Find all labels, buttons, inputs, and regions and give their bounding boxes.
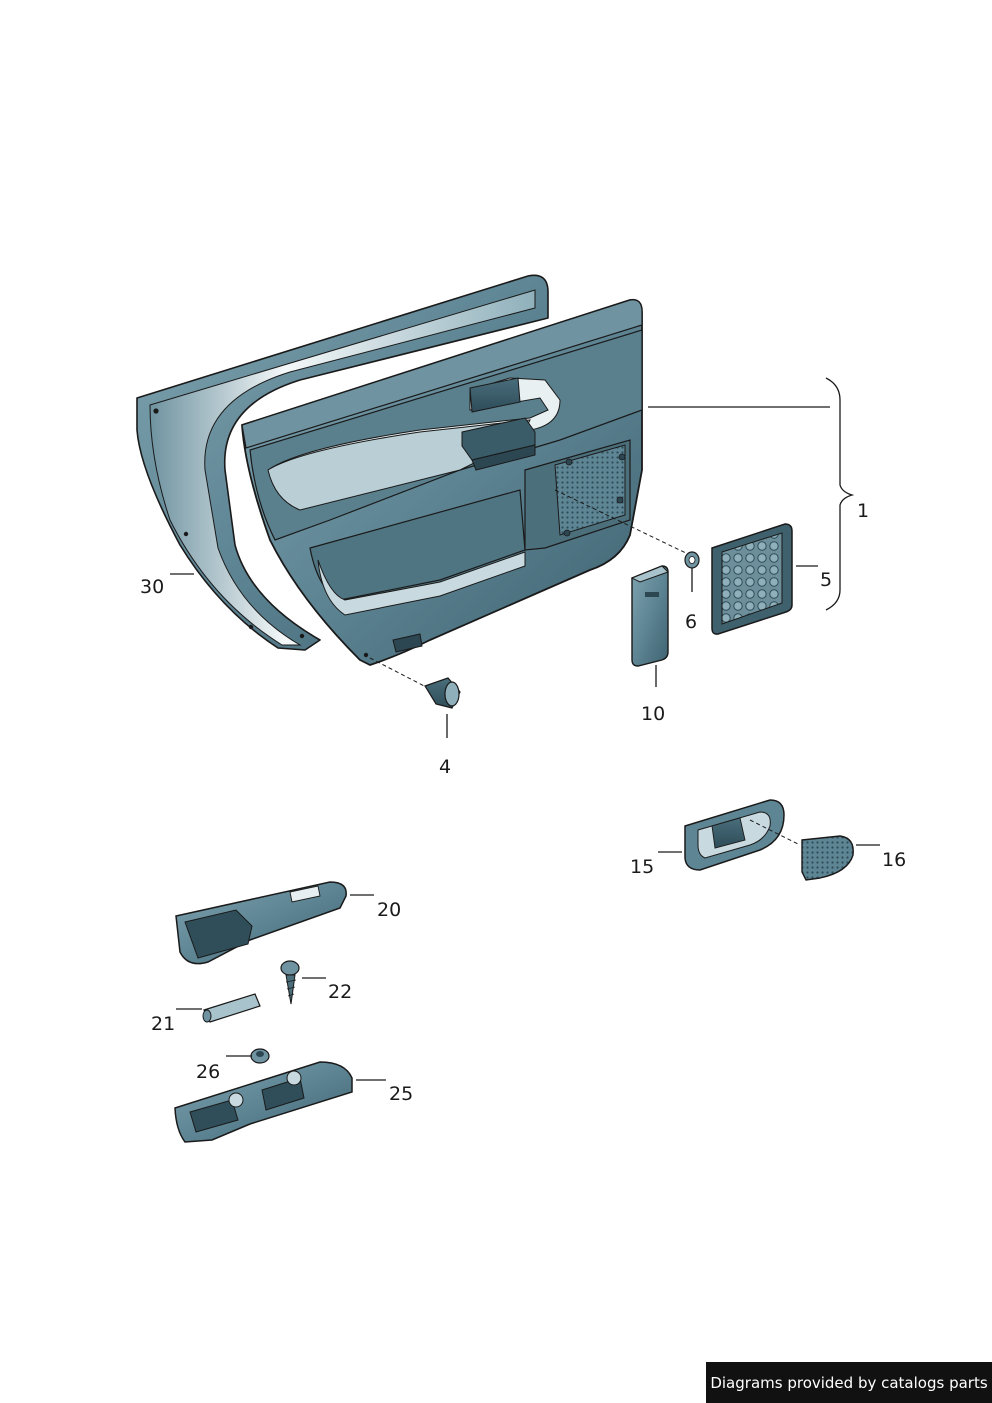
label-part-6: 6: [685, 611, 697, 633]
label-part-1: 1: [857, 500, 869, 522]
cover-10: [630, 565, 669, 667]
speaker-grille-5: [711, 523, 793, 635]
label-part-30: 30: [140, 576, 164, 598]
leader-lines: [170, 377, 880, 1081]
label-part-20: 20: [377, 899, 401, 921]
label-part-22: 22: [328, 981, 352, 1003]
label-part-15: 15: [630, 856, 654, 878]
label-part-21: 21: [151, 1013, 175, 1035]
cap-16: [801, 835, 854, 881]
nut-26: [250, 1048, 270, 1064]
bracket-25: [174, 1061, 353, 1143]
credit-banner: Diagrams provided by catalogs parts: [706, 1362, 992, 1403]
label-part-16: 16: [882, 849, 906, 871]
part-labels: 1 30 5 6 10 4 15 16 20 22 21 26 25: [140, 500, 906, 1105]
label-part-5: 5: [820, 569, 832, 591]
nut-6: [684, 551, 700, 569]
label-part-26: 26: [196, 1061, 220, 1083]
clip-21: [202, 993, 261, 1023]
door-panel-1: [241, 298, 691, 691]
label-part-10: 10: [641, 703, 665, 725]
screw-22: [280, 960, 300, 1005]
switch-trim-20: [175, 881, 347, 965]
label-part-25: 25: [389, 1083, 413, 1105]
handle-housing-15: [684, 799, 801, 871]
clip-4: [424, 677, 461, 709]
label-part-4: 4: [439, 756, 451, 778]
trim-panel-30: [136, 274, 549, 651]
